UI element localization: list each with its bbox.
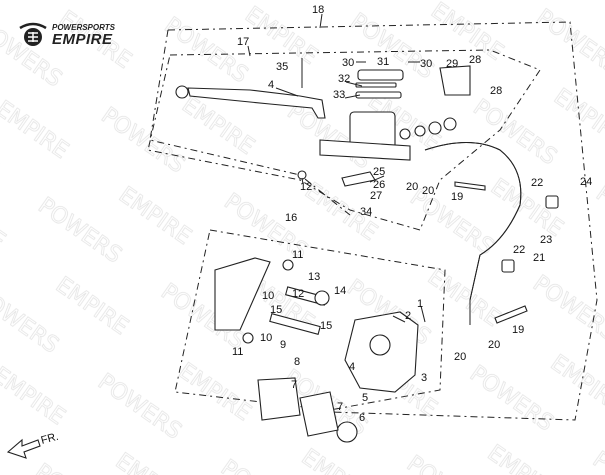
callout-21: 21 (533, 252, 545, 264)
callout-11: 11 (292, 249, 303, 261)
callout-20: 20 (422, 185, 434, 197)
front-direction-arrow: FR. (6, 431, 60, 459)
callout-30: 30 (342, 57, 354, 69)
banjo-bolt (494, 305, 528, 324)
logo-line-1: POWERSPORTS (52, 22, 115, 32)
callout-17: 17 (237, 36, 249, 48)
hose-clamp (545, 195, 559, 209)
callout-10: 10 (262, 290, 274, 302)
callout-15: 15 (320, 320, 332, 332)
callout-32: 32 (338, 73, 350, 85)
brake-lever (175, 85, 326, 119)
callout-11: 11 (232, 346, 243, 358)
callout-5: 5 (362, 392, 368, 404)
callout-35: 35 (276, 61, 288, 73)
banjo-bolt (454, 181, 486, 191)
assembly-17-boundary (147, 49, 541, 231)
callout-19: 19 (512, 324, 524, 336)
callout-29: 29 (446, 58, 458, 70)
callout-23: 23 (540, 234, 552, 246)
callout-27: 27 (370, 190, 382, 202)
callout-13: 13 (308, 271, 320, 283)
callout-22: 22 (531, 177, 543, 189)
callout-12: 12 (300, 181, 312, 193)
callout-34: 34 (360, 206, 372, 218)
callout-24: 24 (580, 176, 592, 188)
logo-line-2: EMPIRE (52, 30, 113, 48)
callout-2: 2 (405, 310, 411, 322)
front-label: FR. (40, 431, 60, 447)
master-cylinder (297, 58, 471, 187)
callout-15: 15 (270, 304, 282, 316)
powersports-empire-logo: POWERSPORTS EMPIRE (18, 22, 115, 48)
callout-10: 10 (260, 332, 272, 344)
caliper (214, 257, 419, 443)
callout-labels: 18 17 35 4 30 31 30 32 33 29 28 28 12 25… (232, 4, 592, 424)
callout-28: 28 (469, 54, 481, 66)
callout-20: 20 (454, 351, 466, 363)
hose-clamp (501, 259, 515, 273)
callout-20: 20 (488, 339, 500, 351)
assembly-18-boundary (167, 21, 598, 421)
callout-22: 22 (513, 244, 525, 256)
callout-7: 7 (337, 401, 343, 413)
callout-18: 18 (312, 4, 324, 16)
callout-26: 26 (373, 179, 385, 191)
callout-3: 3 (421, 372, 427, 384)
callout-4: 4 (349, 361, 355, 373)
callout-9: 9 (280, 339, 286, 351)
assembly-18-left-edge (149, 29, 351, 216)
callout-4: 4 (268, 79, 274, 91)
brake-hose-inner (424, 142, 522, 325)
callout-25: 25 (373, 166, 385, 178)
leader-lines (247, 13, 426, 323)
callout-16: 16 (285, 212, 297, 224)
callout-8: 8 (294, 356, 300, 368)
callout-20: 20 (406, 181, 418, 193)
callout-30: 30 (420, 58, 432, 70)
callout-14: 14 (334, 285, 346, 297)
logo-emblem-icon (19, 22, 47, 46)
callout-28: 28 (490, 85, 502, 97)
callout-33: 33 (333, 89, 345, 101)
callout-7: 7 (291, 379, 297, 391)
callout-12: 12 (292, 288, 304, 300)
assembly-16-boundary (174, 229, 446, 411)
callout-1: 1 (417, 298, 423, 310)
callout-6: 6 (359, 412, 365, 424)
callout-19: 19 (451, 191, 463, 203)
callout-31: 31 (377, 56, 389, 68)
